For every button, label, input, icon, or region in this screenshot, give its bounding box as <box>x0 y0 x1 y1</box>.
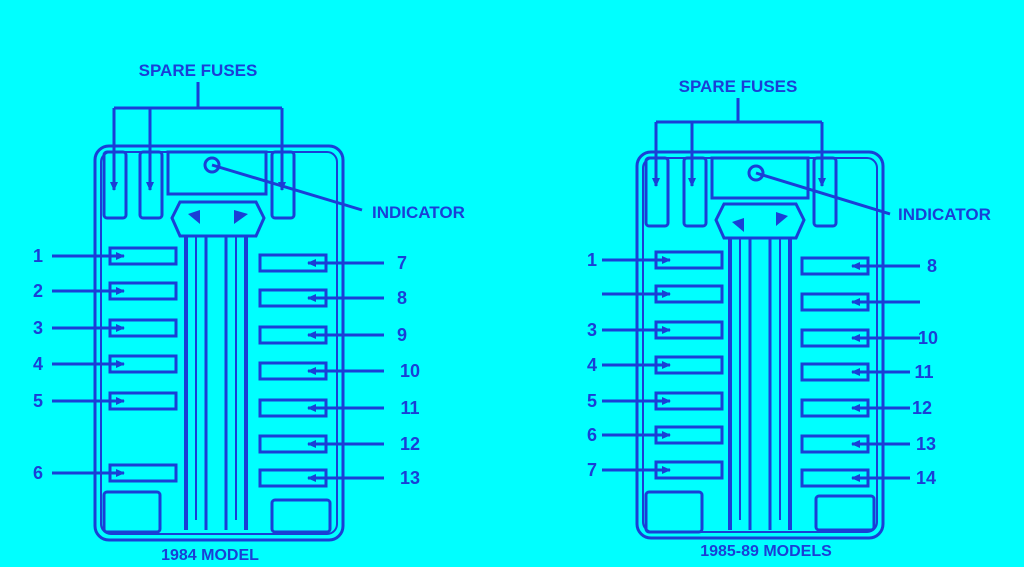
fuse-number: 13 <box>400 468 420 488</box>
spare-fuse-slot <box>102 150 128 220</box>
fuse-box-housing <box>635 150 885 540</box>
fuse-number: 12 <box>912 398 932 418</box>
fuse-number: 6 <box>33 463 43 483</box>
fuse-number: 7 <box>397 253 407 273</box>
fuse-number: 8 <box>927 256 937 276</box>
spare-fuse-slot <box>682 156 708 228</box>
fuse-numbers-1984: 1 2 3 4 5 6 7 8 9 10 11 12 13 1984 MODEL <box>33 246 420 564</box>
spare-fuses-bracket <box>654 98 824 150</box>
fuse-number: 1 <box>33 246 43 266</box>
fuse-puller <box>170 200 266 238</box>
indicator-window <box>166 150 268 196</box>
fuse-number: 6 <box>587 425 597 445</box>
indicator-label: INDICATOR <box>898 205 991 224</box>
fuse-number: 13 <box>916 434 936 454</box>
fuse-number: 10 <box>400 361 420 381</box>
fuse-box-housing <box>93 144 345 542</box>
indicator-label: INDICATOR <box>372 203 465 222</box>
indicator-light <box>747 164 765 182</box>
indicator-window <box>710 156 810 200</box>
spare-fuses-label: SPARE FUSES <box>139 61 258 80</box>
fuse-number: 5 <box>587 391 597 411</box>
fuse-number: 2 <box>33 281 43 301</box>
fuse-number: 4 <box>587 355 597 375</box>
fuse-puller <box>714 202 806 240</box>
fuse-number: 12 <box>400 434 420 454</box>
fuse-number: 8 <box>397 288 407 308</box>
indicator-light <box>203 156 221 174</box>
spare-fuse-slot <box>138 150 164 220</box>
spare-fuses-bracket <box>112 82 284 190</box>
fuse-number: 11 <box>914 362 933 382</box>
spare-fuse-slot <box>644 156 670 228</box>
fuse-number: 1 <box>587 250 597 270</box>
fuse-number: 4 <box>33 354 43 374</box>
fuse-number: 10 <box>918 328 938 348</box>
fuse-numbers-1985-89: 1 3 4 5 6 7 8 10 11 12 13 14 1985-89 MOD… <box>587 250 938 560</box>
model-caption: 1984 MODEL <box>161 547 259 564</box>
fuse-number: 5 <box>33 391 43 411</box>
spare-fuse-slot <box>270 150 296 220</box>
fuse-number: 14 <box>916 468 936 488</box>
fuse-panel-1985-89: SPARE FUSES INDICATOR <box>602 77 991 540</box>
fuse-panel-1984: SPARE FUSES INDICATOR <box>52 61 465 542</box>
fuse-number: 7 <box>587 460 597 480</box>
model-caption: 1985-89 MODELS <box>700 543 832 560</box>
fuse-number: 11 <box>400 398 419 418</box>
fuse-number: 3 <box>33 318 43 338</box>
fuse-number: 9 <box>397 325 407 345</box>
fuse-number: 3 <box>587 320 597 340</box>
spare-fuses-label: SPARE FUSES <box>679 77 798 96</box>
